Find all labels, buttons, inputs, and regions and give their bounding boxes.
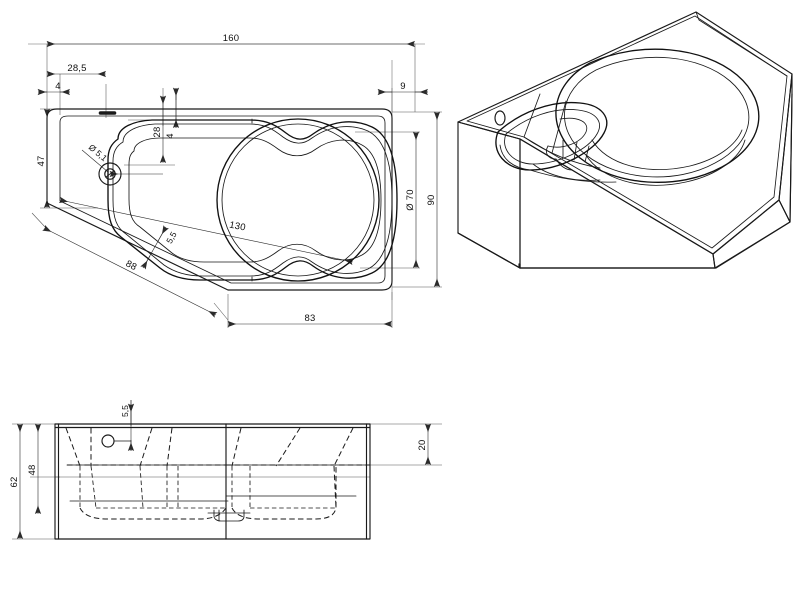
dim-overall-length-160: 160 [46,33,415,48]
dim-label-9: 9 [400,81,405,92]
dim-label-62: 62 [9,477,20,488]
overflow-slot [98,111,117,115]
dim-right-offset-9: 9 [377,81,428,96]
top-view: 160 28,5 4 9 47 90 [28,33,442,328]
iso-bowl-rim-inner [564,56,750,178]
dim-overflow-offset-55: 5,5 [120,400,135,451]
dim-label-83: 83 [305,313,316,324]
dim-label-5-5-front: 5,5 [120,405,130,417]
tub-rim-inner-outline [59,115,386,284]
front-body-outline [54,423,371,540]
dim-left-offset-285: 28,5 [46,63,106,78]
tub-outer-outline [46,108,393,291]
iso-skirt-bottom [457,232,521,269]
front-overflow-hole [101,434,132,448]
dim-label-130: 130 [228,220,246,234]
iso-apron-lower [518,263,521,269]
tub-basin-floor-line [128,137,382,263]
iso-rim-corner-detail [695,11,788,77]
dim-label-160: 160 [223,33,239,44]
iso-bottom-contours [523,136,617,183]
dim-label-48: 48 [27,465,38,476]
dim-bottom-run-83: 83 [227,313,392,328]
dim-label-4-rim: 4 [165,133,176,138]
tub-bowl-circle-inner [221,123,375,277]
front-drain-detail [207,504,251,522]
front-hidden-lines-right [226,427,370,520]
iso-foot-recess [495,101,608,171]
dim-inner-depth-48: 48 [27,423,42,514]
tub-basin-inner-contour [112,123,393,277]
dim-label-20: 20 [417,440,428,451]
dim-label-28-5: 28,5 [67,63,86,74]
isometric-view [457,11,793,269]
dim-bowl-diameter-70: Ø 70 [405,131,420,268]
iso-bowl-floor [591,129,743,170]
dim-rim-thickness-20: 20 [417,423,432,465]
iso-foot-recess-inner [504,109,600,165]
dim-label-4-left: 4 [55,81,60,92]
dim-label-47: 47 [36,156,47,167]
iso-bowl-rim [555,48,760,183]
dim-drain-from-top-28: 28 [152,95,167,163]
tub-bowl-circle [216,118,380,282]
dim-label-90: 90 [426,195,437,206]
iso-bowl-wall [585,139,746,186]
iso-drain-hole [494,110,506,126]
dim-label-28: 28 [152,127,163,138]
drain-hole [98,162,122,186]
front-hidden-lines-left [65,427,227,520]
dim-overall-width-90: 90 [426,111,441,287]
tub-basin-outer-contour [107,119,398,281]
front-view: 62 48 20 5,5 [9,400,442,540]
iso-seat-step [547,117,588,148]
iso-wall-ribs [499,93,601,181]
dim-overall-height-62: 62 [9,423,24,539]
iso-step-edge [546,145,557,160]
dim-left-offset-4: 4 [37,81,70,96]
dim-label-diam-70: Ø 70 [405,189,416,210]
